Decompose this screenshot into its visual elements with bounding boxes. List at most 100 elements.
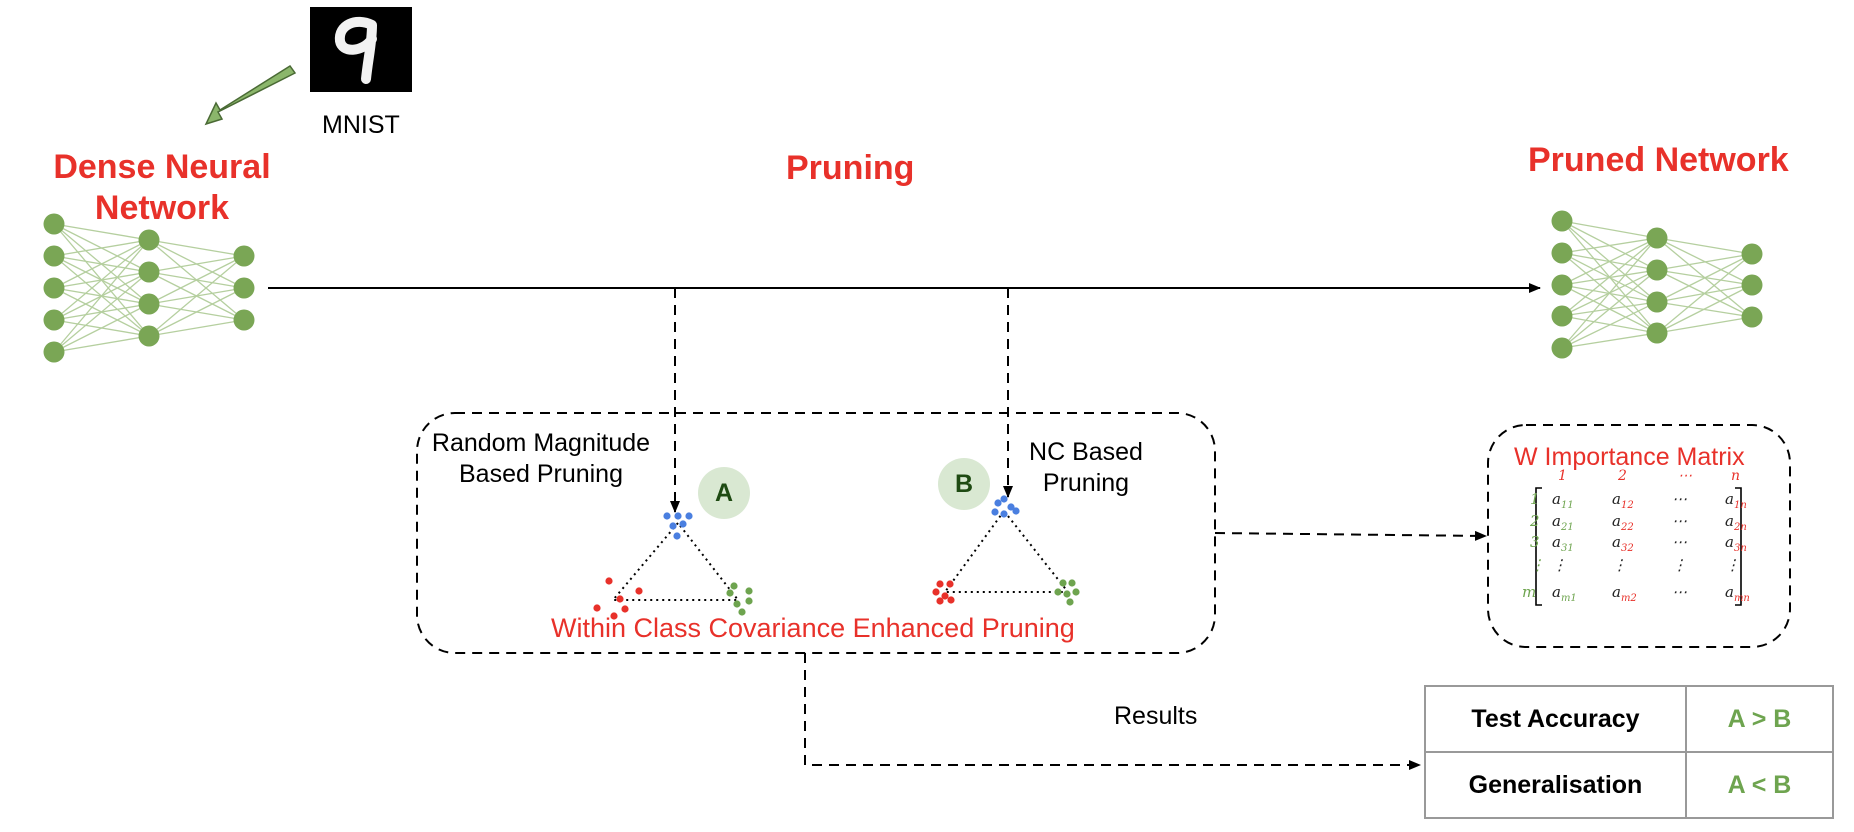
matrix-row-header: ⋮ (1530, 556, 1545, 574)
matrix-col-header: 2 (1618, 468, 1627, 484)
matrix-cell: a22 (1612, 512, 1634, 533)
matrix-cell: ⋯ (1672, 490, 1687, 508)
metric-generalisation: Generalisation (1424, 751, 1687, 819)
pruning-methods-box (416, 412, 1216, 654)
matrix-cell: ⋮ (1725, 556, 1740, 574)
matrix-row-header: m (1522, 583, 1537, 601)
matrix-col-header: ⋯ (1678, 468, 1692, 484)
importance-matrix-box (1487, 424, 1791, 648)
dense-network-title-line1: Dense Neural (53, 148, 271, 186)
matrix-cell: am1 (1552, 583, 1577, 604)
pruned-edge (1656, 237, 1753, 255)
dense-edge (148, 255, 245, 273)
method-b-line1: NC Based (1029, 438, 1143, 466)
table-row: Test Accuracy A > B (1424, 685, 1834, 753)
pruned-edge (1561, 237, 1658, 286)
matrix-col-header: 1 (1558, 468, 1567, 484)
matrix-cell: ⋯ (1672, 512, 1687, 530)
pruned-node (1646, 227, 1668, 249)
table-row: Generalisation A < B (1424, 751, 1834, 819)
mnist-label: MNIST (322, 111, 400, 139)
matrix-cell: amn (1725, 583, 1750, 604)
pruning-title: Pruning (786, 149, 915, 187)
pruned-edge (1561, 237, 1658, 254)
method-a-label: Random Magnitude Based Pruning (425, 428, 657, 490)
dense-node (43, 245, 65, 267)
pruned-network (1551, 210, 1763, 359)
matrix-row-header: 1 (1530, 490, 1540, 508)
dense-node (138, 325, 160, 347)
dense-edge (53, 271, 150, 353)
input-arrow-icon (204, 64, 297, 126)
results-label: Results (1114, 702, 1198, 730)
dense-node (233, 245, 255, 267)
matrix-cell: ⋯ (1672, 583, 1687, 601)
dense-edge (53, 239, 150, 353)
pruned-network-title: Pruned Network (1528, 141, 1789, 179)
pruned-edge (1561, 269, 1658, 349)
dense-node (138, 229, 160, 251)
matrix-cell: a32 (1612, 533, 1634, 554)
matrix-cell: a11 (1552, 490, 1574, 511)
pruned-node (1646, 322, 1668, 344)
results-arrow (804, 653, 1421, 770)
dense-node (43, 309, 65, 331)
dense-network-title-line2: Network (94, 189, 230, 227)
dense-network-title: Dense Neural Network (42, 147, 282, 229)
matrix-cell: ⋮ (1672, 556, 1687, 574)
matrix-brackets (1535, 487, 1742, 606)
pruned-node (1551, 274, 1573, 296)
matrix-cell: a2n (1725, 512, 1747, 533)
dense-edge (148, 287, 245, 337)
pruned-node (1551, 210, 1573, 232)
dense-edge (53, 239, 150, 257)
pruned-node (1741, 243, 1763, 265)
pruned-node (1646, 291, 1668, 313)
matrix-title: W Importance Matrix (1514, 443, 1745, 471)
badge-b: B (938, 458, 990, 510)
pruned-edge (1656, 253, 1753, 303)
matrix-cell: a3n (1725, 533, 1747, 554)
matrix-cell: a12 (1612, 490, 1634, 511)
dense-node (138, 261, 160, 283)
dense-edge (53, 239, 150, 321)
dense-network (43, 213, 255, 363)
dense-edge (53, 335, 150, 353)
dense-node (43, 213, 65, 235)
method-b-line2: Pruning (1042, 469, 1130, 497)
metric-test-accuracy: Test Accuracy (1424, 685, 1687, 753)
matrix-arrow (1214, 530, 1487, 541)
triangle-b (932, 495, 1080, 606)
dense-node (233, 277, 255, 299)
pruned-edge (1656, 284, 1753, 334)
matrix-row-header: 2 (1530, 512, 1540, 530)
matrix-cell: a1n (1725, 490, 1747, 511)
method-b-label: NC Based Pruning (1018, 437, 1154, 499)
pruned-edge (1656, 253, 1753, 334)
matrix-cell: ⋮ (1552, 556, 1567, 574)
results-table: Test Accuracy A > B Generalisation A < B (1424, 685, 1834, 819)
pruned-node (1741, 274, 1763, 296)
dense-node (43, 277, 65, 299)
dense-node (138, 293, 160, 315)
dense-edge (53, 223, 150, 241)
method-a-line2: Based Pruning (458, 460, 623, 488)
method-a-line1: Random Magnitude (431, 429, 651, 457)
mnist-digit-image (310, 7, 412, 92)
matrix-cell: am2 (1612, 583, 1637, 604)
pruned-node (1741, 306, 1763, 328)
dense-node (43, 341, 65, 363)
value-test-accuracy: A > B (1685, 685, 1834, 753)
dense-edge (53, 303, 150, 353)
dense-node (233, 309, 255, 331)
matrix-cell: ⋯ (1672, 533, 1687, 551)
dense-edge (148, 319, 245, 337)
pruned-node (1551, 242, 1573, 264)
pruned-edge (1561, 220, 1658, 239)
badge-a: A (698, 467, 750, 519)
matrix-cell: a31 (1552, 533, 1574, 554)
pruned-edge (1561, 332, 1658, 349)
dense-edge (148, 255, 245, 305)
